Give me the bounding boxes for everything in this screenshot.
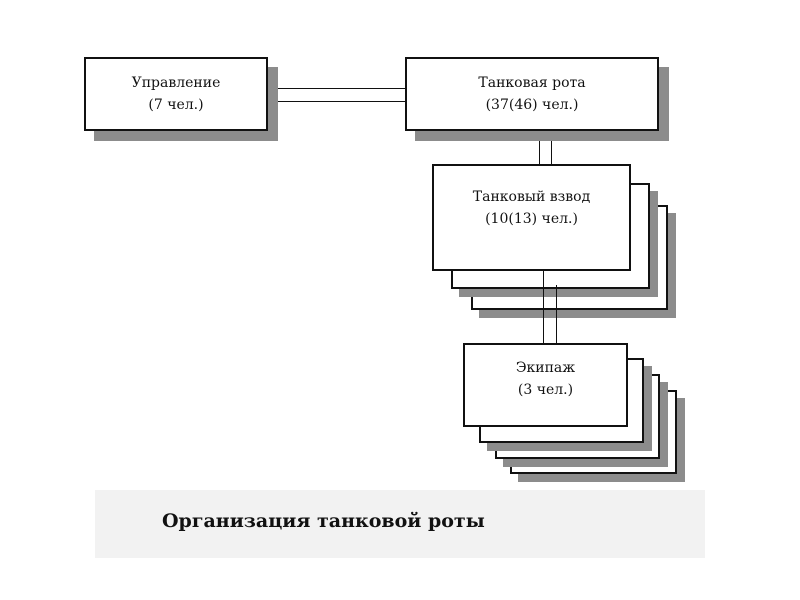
- company-node: Танковая рота (37(46) чел.): [405, 57, 659, 131]
- company-name: Танковая рота: [478, 75, 586, 91]
- connector-management-company-bottom: [278, 101, 405, 102]
- management-node: Управление (7 чел.): [84, 57, 268, 131]
- connector-management-company-top: [268, 88, 405, 89]
- crew-count: (3 чел.): [517, 382, 574, 398]
- crew-node: Экипаж (3 чел.): [463, 343, 628, 427]
- diagram-title: Организация танковой роты: [162, 510, 485, 532]
- connector-platoon-crew-left: [543, 271, 544, 343]
- crew-name: Экипаж: [515, 360, 576, 376]
- connector-platoon-crew-right: [556, 285, 557, 343]
- management-name: Управление: [131, 75, 221, 91]
- platoon-node: Танковый взвод (10(13) чел.): [432, 164, 631, 271]
- connector-company-platoon-right: [551, 141, 552, 164]
- platoon-count: (10(13) чел.): [485, 211, 578, 227]
- caption-background: [95, 490, 705, 558]
- company-count: (37(46) чел.): [485, 97, 579, 113]
- management-count: (7 чел.): [148, 97, 204, 113]
- platoon-name: Танковый взвод: [472, 189, 591, 205]
- connector-company-platoon-left: [539, 131, 540, 164]
